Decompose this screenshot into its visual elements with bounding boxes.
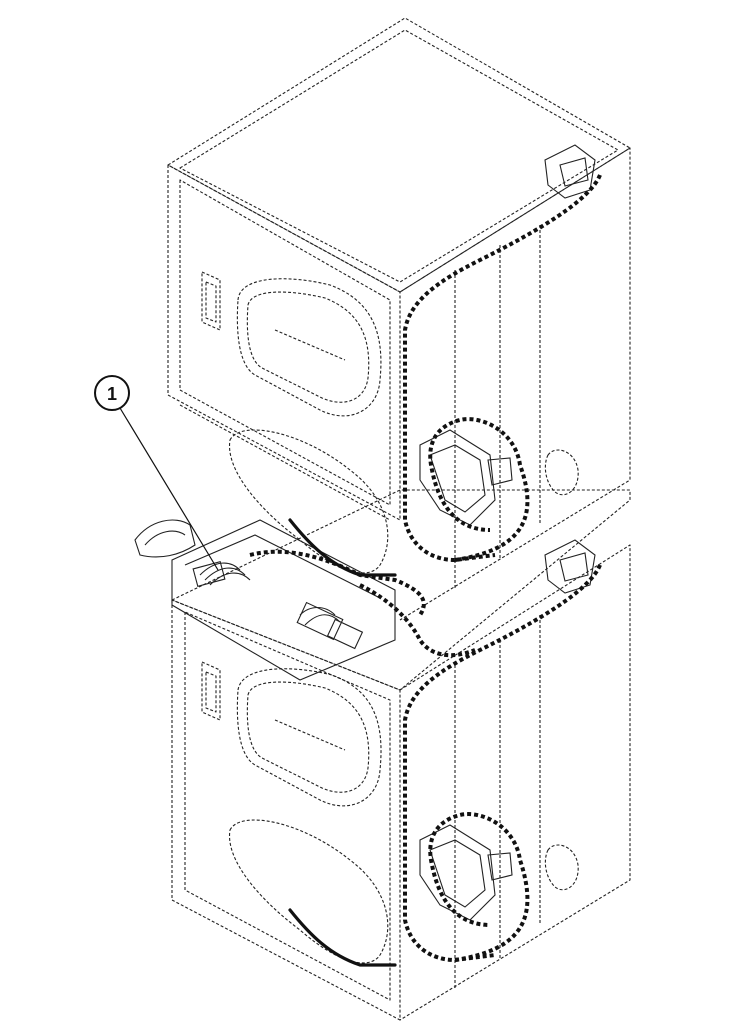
callout-1-circle — [94, 375, 130, 411]
upper-terminal-block — [544, 144, 596, 199]
upper-dryer-top — [167, 17, 631, 293]
wire-harness-routes — [249, 174, 602, 967]
callout-1-leader — [119, 407, 219, 571]
wire-harness-connector-box — [134, 519, 396, 681]
upper-dryer-side — [399, 147, 631, 621]
lower-dryer-side — [399, 544, 631, 1021]
callout-1-label: 1 — [107, 384, 117, 404]
upper-motor — [419, 429, 513, 526]
lower-dryer — [171, 489, 631, 1021]
upper-dryer — [167, 17, 631, 621]
callout-1: 1 — [94, 375, 219, 571]
lower-terminal-block — [544, 539, 596, 594]
lower-dryer-top — [171, 489, 631, 691]
lower-door-window — [236, 668, 382, 807]
lower-dryer-front — [171, 599, 401, 1021]
upper-control-slot — [201, 271, 221, 331]
upper-dryer-front — [167, 164, 401, 521]
lower-motor — [419, 824, 513, 921]
lower-control-slot — [201, 661, 221, 721]
